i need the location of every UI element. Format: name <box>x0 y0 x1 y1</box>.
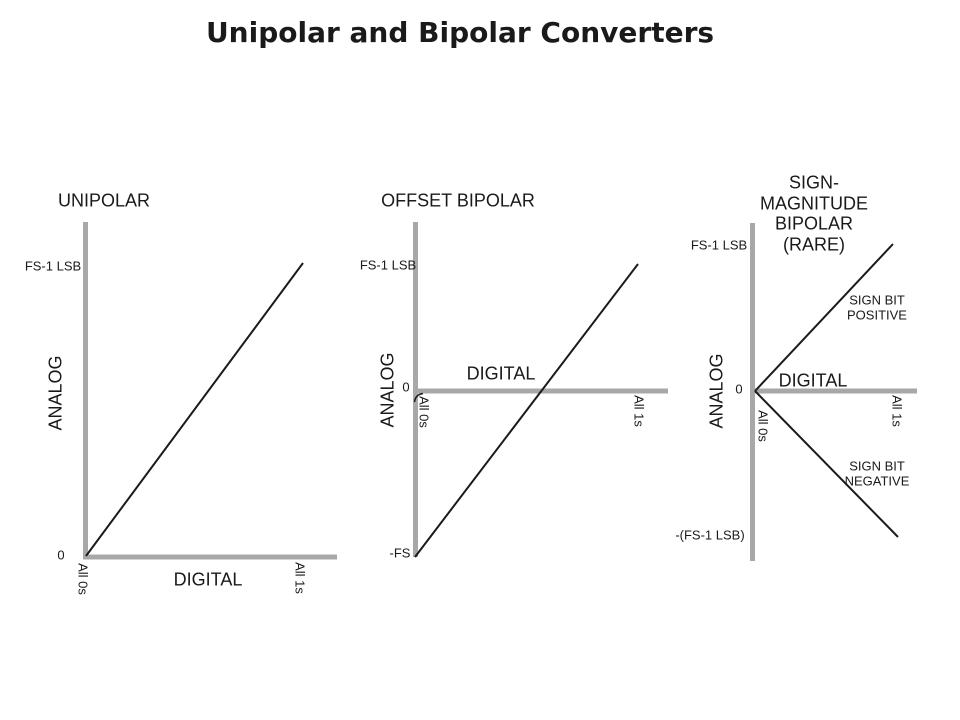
sign-bit-positive-label: SIGN BIT POSITIVE <box>847 292 907 323</box>
offset-bipolar-origin-hook <box>413 392 424 403</box>
offset-bipolar-ymax-label: FS-1 LSB <box>359 257 417 273</box>
sign-magnitude-xmin-label: All 0s <box>755 410 771 442</box>
sign-magnitude-zero-label: 0 <box>735 381 743 397</box>
unipolar-xmin-label: All 0s <box>75 563 91 595</box>
sign-bit-negative-label: SIGN BIT NEGATIVE <box>844 458 910 489</box>
unipolar-origin-label: 0 <box>57 547 65 563</box>
offset-bipolar-y-axis-label: ANALOG <box>377 352 398 428</box>
offset-bipolar-transfer-line <box>414 263 639 558</box>
offset-bipolar-zero-label: 0 <box>402 379 410 395</box>
unipolar-y-axis-label: ANALOG <box>45 355 66 431</box>
unipolar-xmax-label: All 1s <box>292 562 308 594</box>
unipolar-title: UNIPOLAR <box>57 190 151 211</box>
sign-magnitude-y-axis-label: ANALOG <box>706 353 727 429</box>
sign-magnitude-title: SIGN-MAGNITUDE BIPOLAR (RARE) <box>760 172 868 255</box>
offset-bipolar-xmin-label: All 0s <box>416 396 432 428</box>
offset-bipolar-x-axis-label: DIGITAL <box>466 363 536 384</box>
offset-bipolar-ymin-label: -FS <box>389 545 411 561</box>
sign-magnitude-positive-line <box>754 243 894 392</box>
unipolar-transfer-line <box>85 262 304 557</box>
unipolar-x-axis-label: DIGITAL <box>173 569 243 590</box>
page-title: Unipolar and Bipolar Converters <box>205 15 715 49</box>
sign-magnitude-x-axis-label: DIGITAL <box>778 370 848 391</box>
sign-magnitude-xmax-label: All 1s <box>889 395 905 427</box>
sign-magnitude-ymin-label: -(FS-1 LSB) <box>675 527 745 543</box>
offset-bipolar-title: OFFSET BIPOLAR <box>381 190 535 211</box>
sign-magnitude-negative-line <box>754 390 899 538</box>
unipolar-ymax-label: FS-1 LSB <box>24 258 82 274</box>
offset-bipolar-xmax-label: All 1s <box>631 395 647 427</box>
sign-magnitude-ymax-label: FS-1 LSB <box>690 237 748 253</box>
